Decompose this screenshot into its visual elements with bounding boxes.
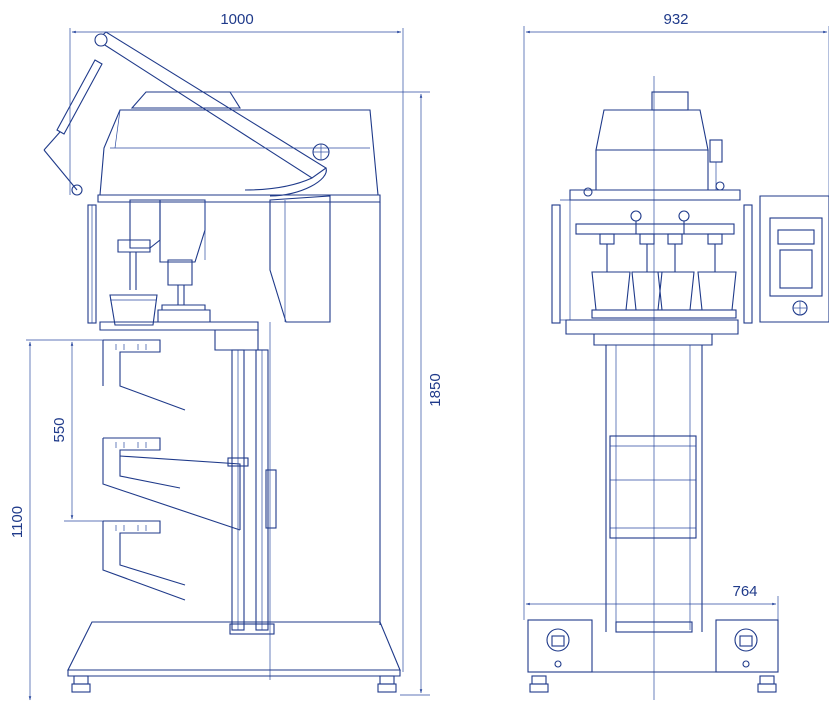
shelves — [102, 339, 241, 601]
dimension-764-label: 764 — [732, 583, 757, 600]
dimension-550: 550 — [51, 339, 103, 522]
beakers — [591, 271, 737, 319]
front-table-column — [565, 319, 739, 633]
dimension-764: 764 — [525, 583, 779, 620]
front-view: 932 764 — [523, 11, 829, 700]
head-unit — [87, 195, 331, 326]
dimension-932: 932 — [523, 11, 829, 620]
front-right-rail — [743, 204, 753, 324]
front-motor-housing — [569, 91, 741, 201]
dimension-1850: 1850 — [230, 91, 444, 696]
dimension-932-label: 932 — [663, 11, 688, 28]
dimension-1000: 1000 — [69, 11, 404, 672]
front-base — [527, 619, 779, 693]
front-left-rail — [551, 204, 561, 324]
dimension-1850-label: 1850 — [427, 373, 444, 406]
dimension-550-label: 550 — [51, 417, 68, 442]
control-panel — [759, 195, 829, 323]
dimension-1100-label: 1100 — [9, 506, 26, 538]
side-view: 1000 1850 550 1100 — [9, 11, 444, 701]
lever-arm — [94, 31, 330, 197]
gas-spring — [43, 59, 103, 196]
spindle-frame — [575, 210, 735, 272]
side-base — [67, 621, 401, 693]
dimension-1000-label: 1000 — [220, 11, 253, 28]
motor-housing — [97, 91, 381, 203]
dimension-1100: 1100 — [9, 339, 64, 701]
column — [227, 202, 381, 680]
